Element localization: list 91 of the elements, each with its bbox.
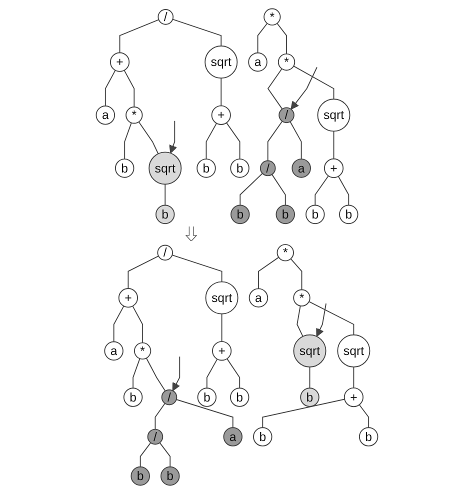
node-circle bbox=[110, 52, 130, 72]
connector bbox=[104, 70, 116, 106]
node-circle bbox=[292, 158, 311, 178]
node-circle bbox=[205, 281, 238, 314]
connector bbox=[290, 121, 302, 160]
node-circle bbox=[114, 158, 134, 178]
arrow bbox=[172, 356, 180, 392]
node-circle bbox=[230, 388, 250, 407]
node-circle bbox=[157, 244, 174, 261]
connector bbox=[172, 18, 222, 46]
connector bbox=[262, 398, 346, 428]
node-circle bbox=[96, 106, 116, 125]
connector bbox=[308, 301, 354, 336]
connector bbox=[271, 174, 286, 206]
connector bbox=[140, 442, 152, 468]
node-circle bbox=[148, 152, 182, 185]
connector bbox=[146, 358, 166, 392]
connector bbox=[206, 122, 218, 160]
node-circle bbox=[197, 388, 217, 407]
node-circle bbox=[358, 427, 378, 446]
connector bbox=[128, 256, 159, 289]
connector bbox=[267, 120, 283, 162]
node-circle bbox=[293, 289, 310, 306]
node-circle bbox=[158, 9, 174, 25]
node-circle bbox=[104, 341, 124, 361]
connector bbox=[293, 66, 334, 100]
arrow bbox=[169, 120, 178, 154]
connector bbox=[132, 306, 144, 344]
connector bbox=[172, 254, 222, 282]
node-circle bbox=[123, 388, 143, 407]
connector bbox=[338, 176, 350, 206]
connector bbox=[119, 19, 160, 54]
node-circle bbox=[134, 342, 152, 360]
connector bbox=[276, 22, 287, 54]
connector bbox=[240, 172, 263, 206]
node-circle bbox=[211, 105, 231, 125]
connector bbox=[132, 358, 140, 389]
connector bbox=[154, 402, 166, 430]
connector bbox=[220, 78, 222, 106]
connector bbox=[358, 404, 370, 428]
node-circle bbox=[223, 427, 243, 446]
node-circle bbox=[293, 334, 326, 368]
connector bbox=[226, 358, 240, 389]
node-circle bbox=[306, 204, 325, 224]
node-circle bbox=[248, 288, 268, 308]
connector bbox=[124, 70, 135, 108]
connector bbox=[138, 121, 159, 154]
connector bbox=[314, 175, 329, 206]
connector bbox=[124, 122, 132, 160]
node-circle bbox=[147, 428, 164, 445]
connector bbox=[333, 130, 334, 160]
connector bbox=[113, 306, 124, 342]
node-circle bbox=[337, 334, 370, 368]
connector bbox=[257, 22, 268, 54]
node-circle bbox=[204, 46, 238, 79]
connector bbox=[226, 122, 240, 160]
node-circle bbox=[276, 204, 296, 224]
node-circle bbox=[253, 427, 272, 446]
node-circle bbox=[300, 388, 320, 407]
node-circle bbox=[278, 107, 294, 124]
node-circle bbox=[344, 387, 364, 408]
connector bbox=[290, 258, 302, 290]
connector bbox=[206, 358, 218, 389]
node-circle bbox=[130, 466, 150, 486]
connector bbox=[258, 256, 280, 290]
node-circle bbox=[118, 288, 138, 308]
node-circle bbox=[276, 244, 294, 262]
node-circle bbox=[230, 158, 250, 178]
node-circle bbox=[155, 204, 175, 224]
node-circle bbox=[212, 341, 232, 361]
connector bbox=[159, 442, 171, 468]
connector bbox=[176, 399, 234, 428]
connector bbox=[221, 313, 222, 342]
node-circle bbox=[278, 53, 296, 71]
node-circle bbox=[161, 389, 178, 406]
node-circle bbox=[324, 158, 344, 178]
node-circle bbox=[248, 52, 268, 72]
connector bbox=[164, 184, 166, 206]
node-circle bbox=[230, 204, 250, 224]
arrow bbox=[316, 303, 327, 337]
node-circle bbox=[126, 106, 143, 124]
arrow bbox=[290, 66, 318, 110]
connector bbox=[309, 366, 310, 389]
node-circle bbox=[160, 466, 180, 486]
connector bbox=[353, 366, 354, 388]
connector bbox=[296, 305, 304, 337]
node-circle bbox=[339, 204, 358, 224]
node-circle bbox=[264, 8, 281, 26]
node-circle bbox=[317, 98, 350, 132]
node-circle bbox=[196, 158, 216, 178]
node-circle bbox=[260, 160, 276, 176]
